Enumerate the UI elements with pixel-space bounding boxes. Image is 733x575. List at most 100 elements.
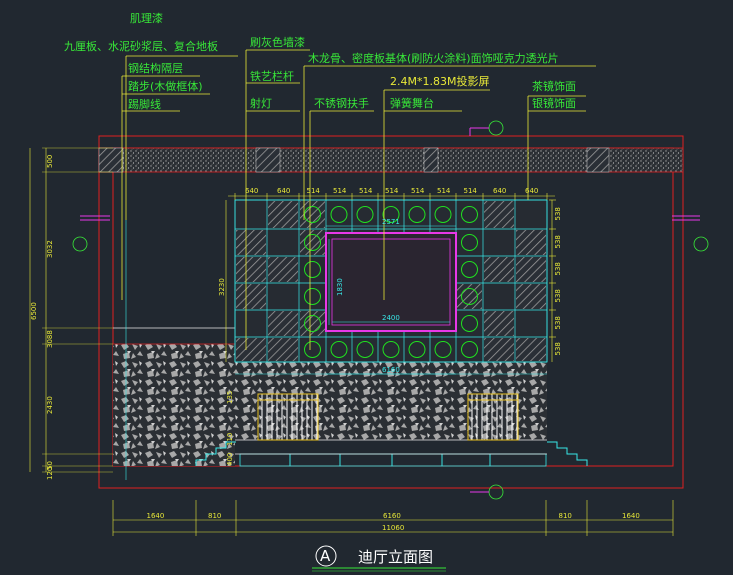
section-mark-letter: A — [320, 547, 331, 565]
dim-small-2: 110 — [226, 433, 234, 446]
dim-top-label: 514 — [359, 187, 373, 195]
dim-left-label: 6500 — [30, 302, 38, 320]
dim-top-label: 640 — [277, 187, 290, 195]
note-silver-mirror: 银镜饰面 — [532, 96, 576, 110]
note-tea-mirror: 茶镜饰面 — [532, 79, 576, 93]
dim-left-label: 2430 — [46, 396, 54, 414]
dim-small-1: 135 — [226, 391, 234, 404]
leader-lines — [121, 49, 596, 350]
note-steel-handrail: 不锈钢扶手 — [314, 96, 369, 110]
light-circle — [408, 206, 426, 223]
panel-mirror-tile — [300, 311, 325, 336]
dim-right-label: 538 — [554, 235, 562, 248]
dim-top-label: 514 — [333, 187, 347, 195]
drawing-title-text: 迪厅立面图 — [358, 548, 433, 566]
note-floor-layers: 九厘板、水泥砂浆层、复合地板 — [64, 39, 218, 53]
dim-screen-width-2: 2400 — [382, 314, 400, 322]
note-skirting: 踢脚线 — [128, 97, 161, 111]
light-circle — [461, 315, 478, 332]
dim-screen-height: 1830 — [336, 278, 344, 296]
note-projection-screen: 2.4M*1.83M投影屏 — [390, 74, 489, 88]
panel-mirror-tile — [268, 338, 298, 361]
dim-right-label: 538 — [554, 289, 562, 302]
stone-wall-left — [113, 344, 235, 466]
note-grey-paint: 刷灰色墙漆 — [250, 35, 305, 49]
dim-left-label: 120 — [46, 467, 54, 480]
panel-mirror-tile — [516, 257, 546, 282]
light-circle — [408, 341, 426, 358]
note-panel-material: 木龙骨、密度板基体(刷防火涂料)面饰哑克力透光片 — [308, 51, 559, 65]
light-circle — [304, 288, 321, 305]
light-circle — [356, 341, 374, 358]
note-steps: 踏步(木做框体) — [128, 79, 203, 93]
panel-mirror-tile — [268, 311, 298, 336]
dim-left-label: 50 — [46, 461, 54, 470]
dim-top-label: 514 — [385, 187, 399, 195]
dim-top-label: 640 — [245, 187, 258, 195]
panel-mirror-tile — [516, 338, 546, 361]
note-spring-stage: 弹簧舞台 — [390, 96, 434, 110]
dim-stage-width: 6160 — [382, 366, 400, 374]
railing-right — [467, 393, 519, 441]
section-marker-right — [672, 215, 709, 252]
panel-mirror-tile — [516, 284, 546, 309]
dim-screen-width: 2571 — [382, 218, 400, 226]
railing-left — [257, 393, 319, 441]
section-marker-bottom — [470, 484, 504, 500]
note-steel-mezzanine: 钢结构隔层 — [128, 61, 183, 75]
dim-bottom-label: 1640 — [147, 512, 165, 520]
light-circle — [434, 341, 452, 358]
panel-mirror-tile — [236, 338, 266, 361]
light-circle — [304, 341, 321, 358]
light-circle — [304, 261, 321, 278]
light-circle — [304, 206, 321, 223]
dim-top-label: 640 — [493, 187, 506, 195]
inner-dims: 2571 2400 6160 1830 3230 135 110 400 — [218, 200, 547, 466]
panel-mirror-tile — [516, 230, 546, 255]
dim-left-label: 500 — [46, 155, 54, 168]
panel-mirror-tile — [236, 257, 266, 282]
light-circle — [304, 234, 321, 251]
dim-top-label: 640 — [525, 187, 538, 195]
panel-mirror-tile — [300, 230, 325, 255]
panel-mirror-tile — [268, 201, 298, 228]
stairs-right — [547, 441, 588, 466]
light-circle — [356, 206, 374, 223]
dim-total-label: 11060 — [382, 524, 404, 532]
section-marker-left — [72, 215, 110, 252]
dim-top-label: 514 — [437, 187, 451, 195]
light-circle — [304, 315, 321, 332]
dim-left-label: 3032 — [46, 240, 54, 258]
dim-right-label: 538 — [554, 262, 562, 275]
projection-screen — [325, 232, 457, 332]
dim-bottom-label: 810 — [559, 512, 572, 520]
panel-wall-grid — [234, 199, 548, 363]
section-marker-top — [469, 120, 504, 136]
light-circle — [434, 206, 452, 223]
dim-right-label: 538 — [554, 316, 562, 329]
light-circle — [330, 341, 348, 358]
drawing-title: A 迪厅立面图 — [312, 545, 446, 572]
light-circle — [461, 261, 478, 278]
ceiling-band — [98, 147, 684, 173]
stairs-left — [195, 441, 236, 466]
panel-mirror-tile — [484, 311, 514, 336]
note-iron-railing: 铁艺栏杆 — [250, 69, 294, 83]
light-circle — [461, 288, 478, 305]
light-circle — [382, 341, 400, 358]
light-circle — [461, 234, 478, 251]
panel-mirror-tile — [268, 257, 298, 282]
panel-mirror-tile — [484, 338, 514, 361]
panel-mirror-tile — [236, 284, 266, 309]
dim-panel-height: 3230 — [218, 278, 226, 296]
dim-top-label: 514 — [307, 187, 321, 195]
panel-mirror-tile — [236, 230, 266, 255]
light-circle — [382, 206, 400, 223]
dim-top-label: 514 — [464, 187, 478, 195]
dim-left-label: 3088 — [46, 330, 54, 348]
note-spotlight: 射灯 — [250, 96, 272, 110]
